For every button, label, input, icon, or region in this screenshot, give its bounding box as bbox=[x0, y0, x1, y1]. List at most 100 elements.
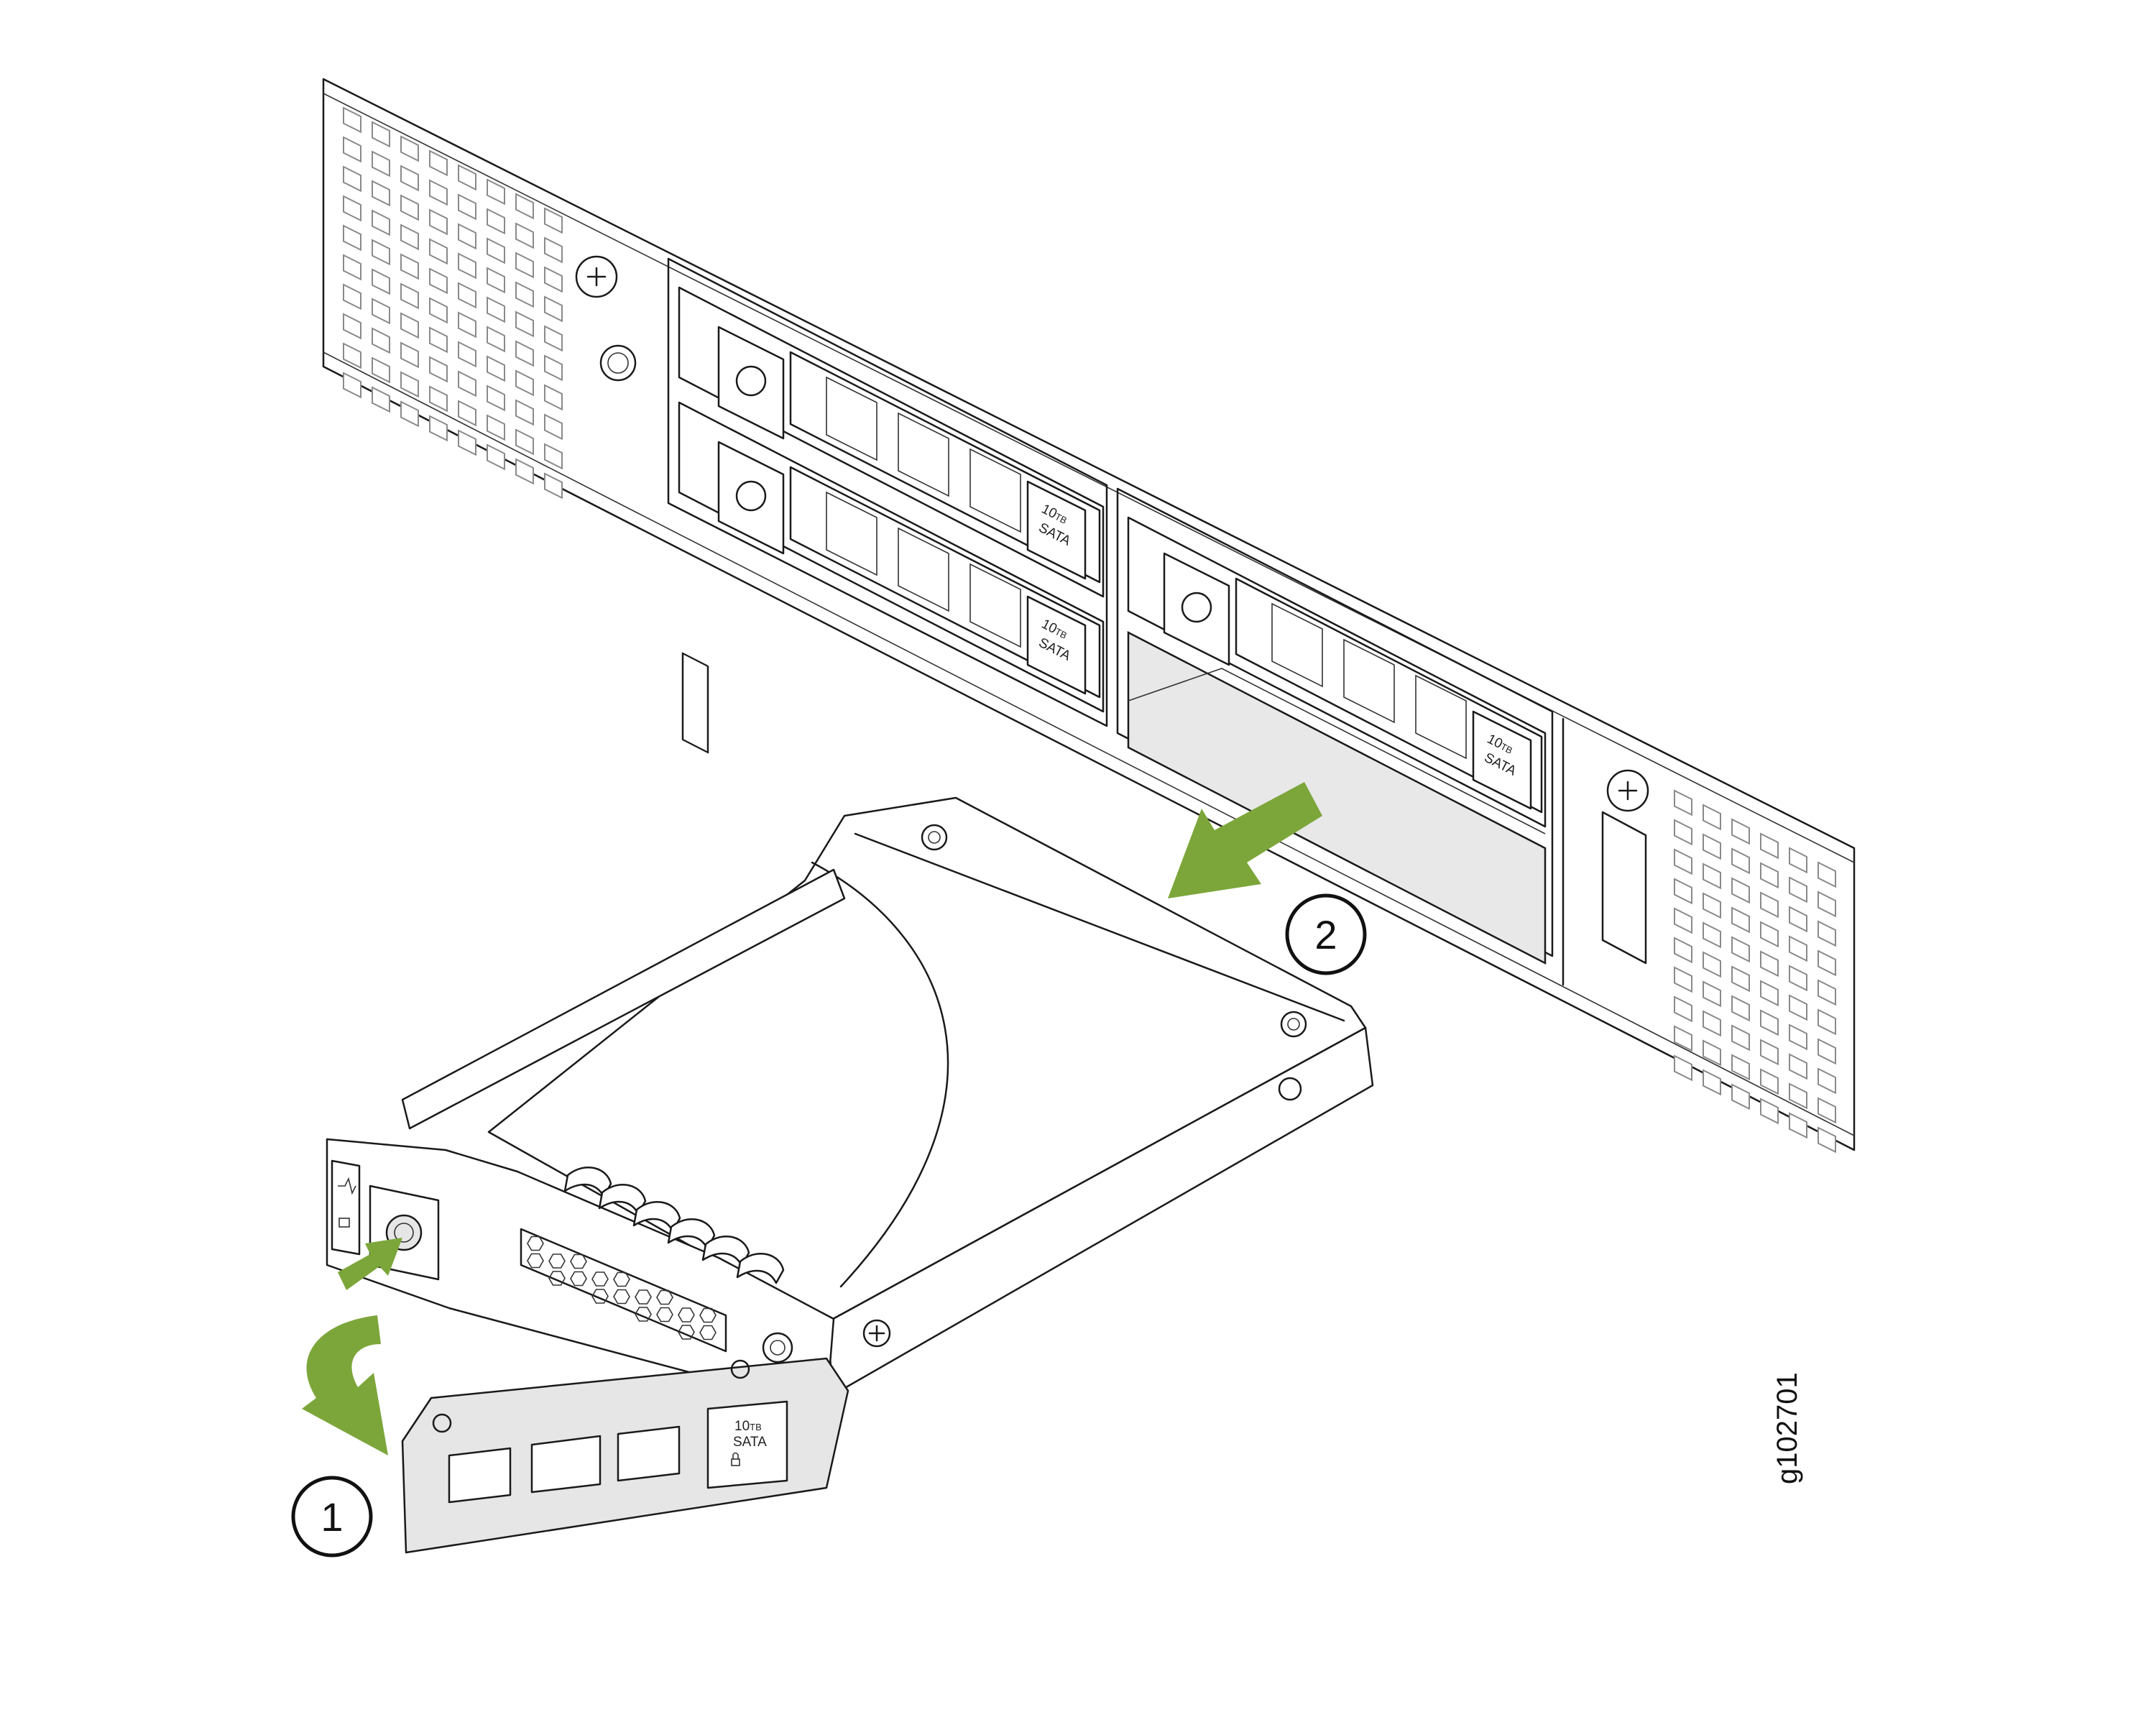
right-handle-slot bbox=[1601, 811, 1647, 965]
vent-cell bbox=[544, 236, 563, 264]
vent-cell bbox=[487, 178, 505, 206]
left-vent-grid bbox=[343, 106, 563, 500]
vent-cell bbox=[429, 415, 448, 442]
callout-1-number: 1 bbox=[321, 1494, 343, 1540]
vent-cell bbox=[372, 121, 390, 148]
vent-cell bbox=[1760, 832, 1779, 860]
vent-cell bbox=[1818, 979, 1836, 1006]
vent-cell bbox=[429, 267, 448, 295]
vent-cell bbox=[1818, 861, 1836, 888]
vent-cell bbox=[1731, 847, 1750, 875]
vent-cell bbox=[458, 400, 476, 427]
vent-cell bbox=[1674, 907, 1692, 934]
vent-cell bbox=[1731, 995, 1750, 1022]
pull-out-arrow bbox=[1168, 782, 1322, 898]
vent-cell bbox=[1731, 1024, 1750, 1052]
vent-cell bbox=[487, 267, 505, 294]
vent-cell bbox=[487, 355, 505, 382]
hex-cell bbox=[527, 1253, 544, 1269]
vent-cell bbox=[544, 443, 563, 470]
vent-cell bbox=[400, 400, 419, 428]
vent-cell bbox=[343, 254, 361, 281]
vent-cell bbox=[372, 356, 390, 384]
hex-cell bbox=[527, 1236, 544, 1251]
vent-cell bbox=[544, 384, 563, 411]
vent-cell bbox=[372, 150, 390, 178]
press-release-arrow bbox=[338, 1238, 402, 1290]
lever-capacity-label: 10TB bbox=[734, 1419, 762, 1434]
vent-cell bbox=[1703, 921, 1721, 949]
vent-cell bbox=[487, 443, 505, 471]
drive-screw-top-right-icon bbox=[1280, 1011, 1307, 1038]
vent-cell bbox=[343, 342, 361, 369]
vent-cell bbox=[1674, 789, 1692, 816]
callout-1: 1 bbox=[291, 1476, 373, 1558]
ejector-lever: 10TB SATA bbox=[401, 1357, 849, 1554]
vent-cell bbox=[400, 135, 419, 162]
vent-cell bbox=[458, 164, 476, 191]
vent-cell bbox=[515, 458, 534, 485]
vent-cell bbox=[1674, 937, 1692, 964]
vent-cell bbox=[372, 268, 390, 295]
vent-cell bbox=[487, 208, 505, 235]
vent-cell bbox=[1703, 892, 1721, 919]
vent-cell bbox=[429, 297, 448, 324]
vent-cell bbox=[343, 136, 361, 163]
vent-cell bbox=[1760, 1039, 1779, 1066]
vent-cell bbox=[1731, 906, 1750, 934]
figure-id-label: g102701 bbox=[1772, 1372, 1803, 1484]
vent-cell bbox=[400, 282, 419, 310]
vent-cell bbox=[343, 165, 361, 193]
vent-cell bbox=[372, 327, 390, 354]
lock-icon bbox=[731, 1452, 740, 1466]
latch-fin bbox=[736, 1252, 785, 1284]
empty-drive-slot bbox=[1127, 630, 1547, 965]
vent-cell bbox=[429, 356, 448, 383]
vent-cell bbox=[1703, 980, 1721, 1008]
vent-cell bbox=[1674, 878, 1692, 905]
vent-cell bbox=[1760, 1068, 1779, 1095]
vent-cell bbox=[458, 223, 476, 250]
vent-cell bbox=[515, 340, 534, 367]
vent-cell bbox=[1760, 891, 1779, 919]
vent-cell bbox=[1818, 1038, 1836, 1065]
hex-cell bbox=[699, 1325, 717, 1340]
hex-cell bbox=[613, 1289, 630, 1305]
vent-cell bbox=[544, 295, 563, 323]
vent-cell bbox=[400, 341, 419, 369]
hex-cell bbox=[570, 1254, 587, 1269]
vent-cell bbox=[429, 150, 448, 177]
vent-cell bbox=[429, 326, 448, 354]
vent-cell bbox=[400, 224, 419, 251]
vent-cell bbox=[458, 193, 476, 221]
vent-cell bbox=[458, 311, 476, 339]
right-mounting-screw-icon bbox=[1606, 769, 1649, 812]
vent-cell bbox=[1674, 1025, 1692, 1052]
vent-cell bbox=[400, 253, 419, 280]
vent-cell bbox=[1818, 920, 1836, 947]
vent-cell bbox=[372, 239, 390, 266]
vent-cell bbox=[1789, 1112, 1807, 1139]
vent-cell bbox=[487, 326, 505, 353]
vent-cell bbox=[544, 472, 563, 500]
installed-drive-1: 10TB SATA bbox=[678, 286, 1105, 754]
vent-cell bbox=[515, 222, 534, 249]
vent-cell bbox=[515, 193, 534, 220]
vent-cell bbox=[487, 237, 505, 264]
chassis-front-panel: 10TB SATA 10TB SATA 10TB S bbox=[322, 78, 1856, 1154]
vent-cell bbox=[515, 428, 534, 456]
vent-cell bbox=[487, 296, 505, 323]
vent-cell bbox=[429, 238, 448, 265]
latch-fins bbox=[563, 1166, 785, 1284]
vent-cell bbox=[429, 385, 448, 413]
lever-interface-label: SATA bbox=[733, 1435, 767, 1450]
vent-cell bbox=[343, 313, 361, 340]
vent-cell bbox=[1731, 818, 1750, 845]
vent-cell bbox=[1760, 1098, 1779, 1125]
removed-drive-carrier bbox=[326, 796, 1374, 1410]
vent-cell bbox=[400, 165, 419, 192]
vent-cell bbox=[1674, 848, 1692, 875]
rail-screw-hole-icon bbox=[1278, 1077, 1302, 1101]
vent-cell bbox=[1789, 1024, 1807, 1051]
